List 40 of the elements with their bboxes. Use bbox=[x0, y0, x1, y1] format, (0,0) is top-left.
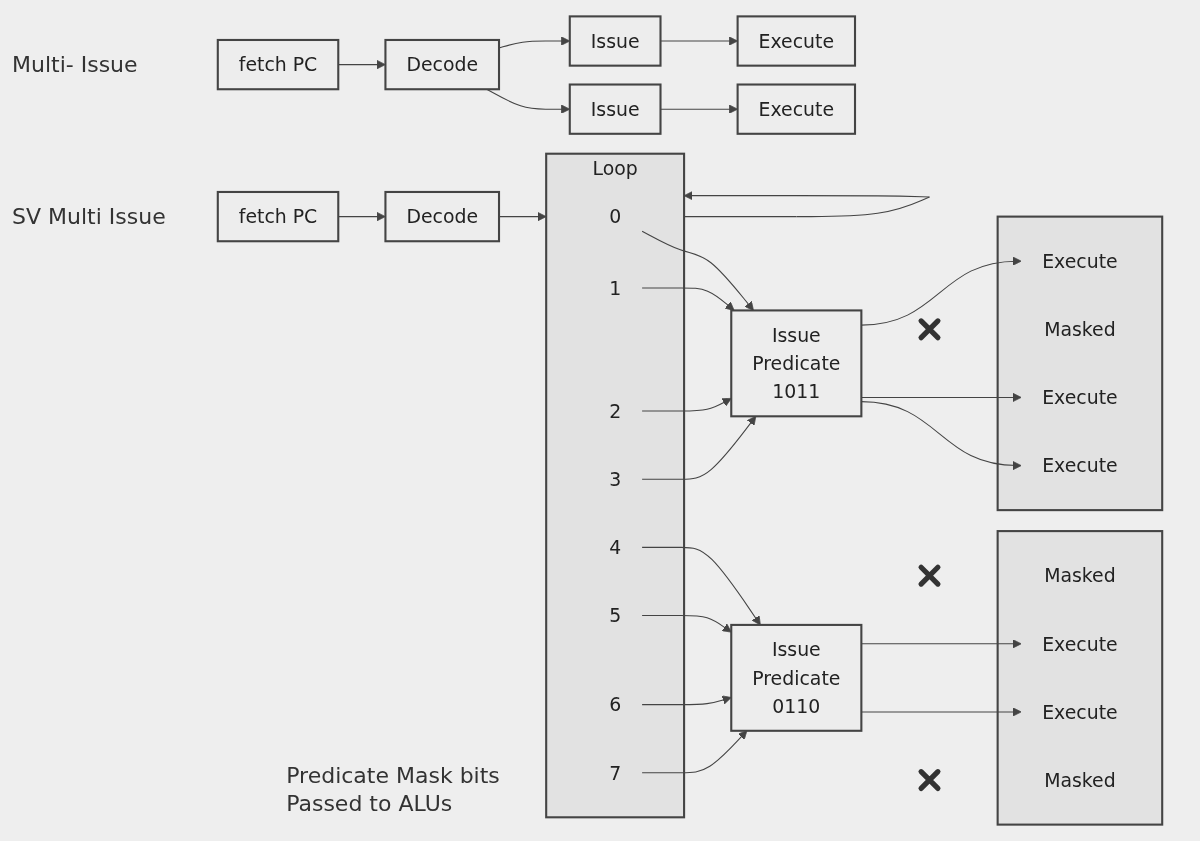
node-box: Execute bbox=[736, 83, 857, 135]
cross-icon bbox=[918, 769, 941, 792]
node-box: Issue Predicate 0110 bbox=[730, 623, 863, 732]
node-text: Masked bbox=[1044, 769, 1116, 792]
node-text: 5 bbox=[609, 604, 622, 627]
node-box: fetch PC bbox=[216, 190, 340, 243]
arrow bbox=[641, 287, 735, 311]
arrow bbox=[641, 730, 748, 774]
arrow bbox=[641, 615, 732, 633]
node-box: Execute bbox=[736, 15, 857, 67]
node-text: Masked bbox=[1044, 564, 1116, 587]
node-box: Decode bbox=[384, 38, 501, 91]
node-text: 2 bbox=[609, 400, 622, 423]
row-label: SV Multi Issue bbox=[12, 202, 167, 231]
node-text: Masked bbox=[1044, 318, 1116, 341]
cluster bbox=[996, 530, 1164, 826]
node-text: Execute bbox=[1042, 632, 1118, 655]
node-text: 7 bbox=[609, 761, 622, 784]
arrow bbox=[641, 230, 754, 311]
node-box: Issue bbox=[568, 15, 662, 67]
node-text: Execute bbox=[1042, 386, 1118, 409]
arrow bbox=[641, 397, 732, 412]
node-box: fetch PC bbox=[216, 38, 340, 91]
node-text: Execute bbox=[1042, 454, 1118, 477]
node-text: 6 bbox=[609, 693, 622, 716]
node-text: 4 bbox=[609, 536, 622, 559]
cross-icon bbox=[918, 564, 941, 587]
cluster bbox=[996, 215, 1164, 512]
arrow bbox=[641, 695, 732, 706]
node-text: Execute bbox=[1042, 250, 1118, 273]
node-text: 0 bbox=[609, 205, 622, 228]
node-text: Execute bbox=[1042, 700, 1118, 723]
row-label: Multi- Issue bbox=[12, 50, 139, 79]
node-box: Decode bbox=[384, 190, 501, 243]
node-box: Issue Predicate 1011 bbox=[730, 309, 863, 418]
cross-icon bbox=[918, 318, 941, 341]
node-text: 3 bbox=[609, 468, 622, 491]
node-box: Issue bbox=[568, 83, 662, 135]
note-text: Predicate Mask bits Passed to ALUs bbox=[286, 762, 501, 818]
node-text: 1 bbox=[609, 276, 622, 299]
